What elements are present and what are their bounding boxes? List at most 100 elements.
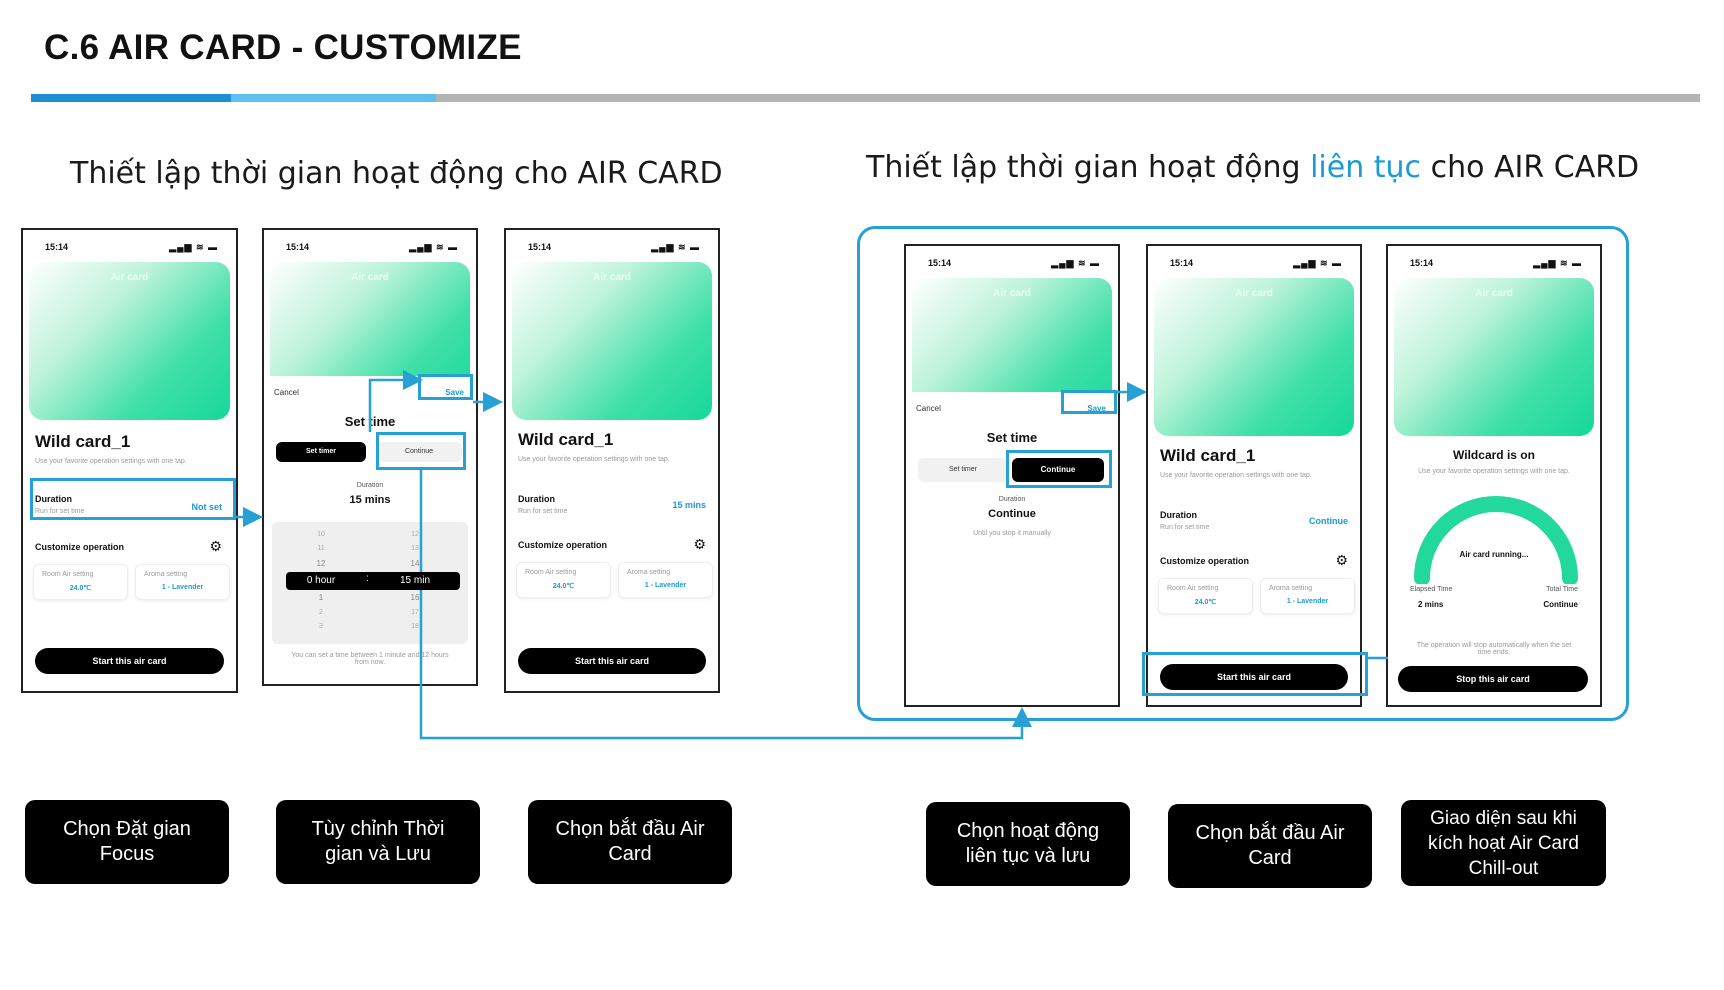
back-icon[interactable]: ‹ [522, 270, 526, 284]
right-heading-highlight: liên tục [1310, 150, 1422, 185]
duration-value[interactable]: Not set [191, 502, 222, 512]
card-description: Use your favorite operation settings wit… [518, 456, 670, 463]
highlight-save [1061, 390, 1117, 414]
picker-selection-bar [286, 572, 460, 590]
back-icon[interactable]: ‹ [1404, 286, 1408, 300]
start-air-card-button[interactable]: Start this air card [1160, 664, 1348, 690]
continue-note: Until you stop it manually [973, 530, 1051, 537]
minute-column[interactable]: 12 13 14 15 min 16 17 18 [399, 531, 430, 630]
phone-screen-3: 15:14▂▄▆ ≋ ▬ ‹Air card Wild card_1 Use y… [504, 228, 720, 693]
air-card-hero: ‹Air card [512, 262, 712, 420]
card-name: Wild card_1 [518, 430, 614, 449]
duration-sub: Run for set time [1160, 524, 1210, 531]
highlight-duration [30, 478, 236, 520]
duration-label: Duration [1160, 510, 1197, 520]
caption-step-6: Giao diện sau khi kích hoạt Air Card Chi… [1401, 800, 1606, 886]
back-icon[interactable]: ‹ [39, 270, 43, 284]
caption-step-5: Chọn bắt đầu Air Card [1168, 804, 1372, 888]
status-bar: 15:14▂▄▆ ≋ ▬ [45, 242, 218, 252]
back-icon[interactable]: ‹ [922, 286, 926, 300]
duration-value[interactable]: Continue [1309, 516, 1348, 526]
phone-screen-1: 15:14▂▄▆ ≋ ▬ ‹Air card Wild card_1 Use y… [21, 228, 238, 693]
gear-icon[interactable]: ⚙ [1335, 552, 1348, 568]
time-picker[interactable]: 10 11 12 0 hour 1 2 3 12 13 14 15 min 16… [272, 522, 468, 644]
duration-label: Duration [998, 496, 1026, 503]
save-button[interactable]: Save [1087, 404, 1106, 413]
customize-label: Customize operation [518, 540, 608, 550]
elapsed-label: Elapsed Time [1410, 586, 1453, 593]
air-card-hero: ‹Air card [1154, 278, 1354, 436]
duration-label: Duration [35, 494, 72, 504]
status-bar: 15:14▂▄▆ ≋ ▬ [1170, 258, 1342, 268]
set-time-sheet: Cancel Save Set time Set timer Continue … [264, 376, 476, 684]
timer-note: You can set a time between 1 minute and … [291, 652, 449, 666]
card-description: Use your favorite operation settings wit… [1160, 472, 1312, 479]
start-air-card-button[interactable]: Start this air card [518, 648, 706, 674]
page-title: C.6 AIR CARD - CUSTOMIZE [44, 28, 522, 67]
duration-value[interactable]: 15 mins [672, 500, 706, 510]
running-status: Air card running... [1459, 550, 1529, 559]
start-air-card-button[interactable]: Start this air card [35, 648, 224, 674]
status-bar: 15:14▂▄▆ ≋ ▬ [286, 242, 458, 252]
customize-label: Customize operation [1160, 556, 1250, 566]
right-heading-post: cho AIR CARD [1430, 150, 1640, 185]
stop-air-card-button[interactable]: Stop this air card [1398, 666, 1588, 692]
tab-set-timer[interactable]: Set timer [918, 458, 1008, 482]
air-card-hero: ‹Air card [1394, 278, 1594, 436]
phone-screen-6: 15:14▂▄▆ ≋ ▬ ‹Air card Wildcard is on Us… [1386, 244, 1602, 707]
status-bar: 15:14▂▄▆ ≋ ▬ [528, 242, 700, 252]
status-bar: 15:14▂▄▆ ≋ ▬ [1410, 258, 1582, 268]
highlight-continue-tab [1006, 450, 1112, 488]
stop-note: The operation will stop automatically wh… [1416, 642, 1572, 656]
duration-label: Duration [518, 494, 555, 504]
total-label: Total Time [1546, 586, 1578, 593]
tab-set-timer[interactable]: Set timer [276, 442, 366, 462]
card-description: Use your favorite operation settings wit… [35, 458, 187, 465]
title-rule-lightblue [231, 94, 436, 102]
set-time-sheet: Cancel Save Set time Set timer Continue … [906, 392, 1118, 705]
save-button[interactable]: Save [445, 388, 464, 397]
back-icon[interactable]: ‹ [1164, 286, 1168, 300]
back-icon[interactable]: ‹ [280, 270, 284, 284]
highlight-start-button [1142, 652, 1368, 696]
right-section-heading: Thiết lập thời gian hoạt động liên tục c… [866, 150, 1639, 185]
gear-icon[interactable]: ⚙ [693, 536, 706, 552]
elapsed-value: 2 mins [1418, 600, 1444, 609]
duration-sub: Run for set time [35, 508, 85, 515]
title-rule-blue [31, 94, 231, 102]
gear-icon[interactable]: ⚙ [209, 538, 222, 554]
set-time-title: Set time [344, 414, 396, 429]
duration-value: Continue [988, 508, 1036, 520]
tab-continue[interactable]: Continue [376, 442, 462, 462]
highlight-continue-tab [376, 432, 466, 470]
card-name: Wild card_1 [35, 432, 131, 451]
duration-value: 15 mins [349, 494, 391, 506]
picker-colon: : [366, 573, 369, 584]
cancel-button[interactable]: Cancel [274, 388, 299, 397]
highlight-save [418, 374, 473, 400]
total-value: Continue [1543, 600, 1578, 609]
duration-sub: Run for set time [518, 508, 568, 515]
running-gauge [1414, 496, 1578, 584]
right-heading-pre: Thiết lập thời gian hoạt động [866, 150, 1301, 185]
wildcard-on-title: Wildcard is on [1453, 448, 1535, 462]
status-bar: 15:14▂▄▆ ≋ ▬ [928, 258, 1100, 268]
card-name: Wild card_1 [1160, 446, 1256, 465]
left-section-heading: Thiết lập thời gian hoạt động cho AIR CA… [70, 156, 723, 191]
hour-column[interactable]: 10 11 12 0 hour 1 2 3 [306, 531, 336, 630]
cancel-button[interactable]: Cancel [916, 404, 941, 413]
caption-step-3: Chọn bắt đầu Air Card [528, 800, 732, 884]
caption-step-1: Chọn Đặt gian Focus [25, 800, 229, 884]
customize-label: Customize operation [35, 542, 125, 552]
tab-continue[interactable]: Continue [1012, 458, 1104, 482]
air-card-hero: ‹Air card [29, 262, 230, 420]
title-rule-gray [436, 94, 1700, 102]
set-time-title: Set time [986, 430, 1038, 445]
caption-step-2: Tùy chỉnh Thời gian và Lưu [276, 800, 480, 884]
